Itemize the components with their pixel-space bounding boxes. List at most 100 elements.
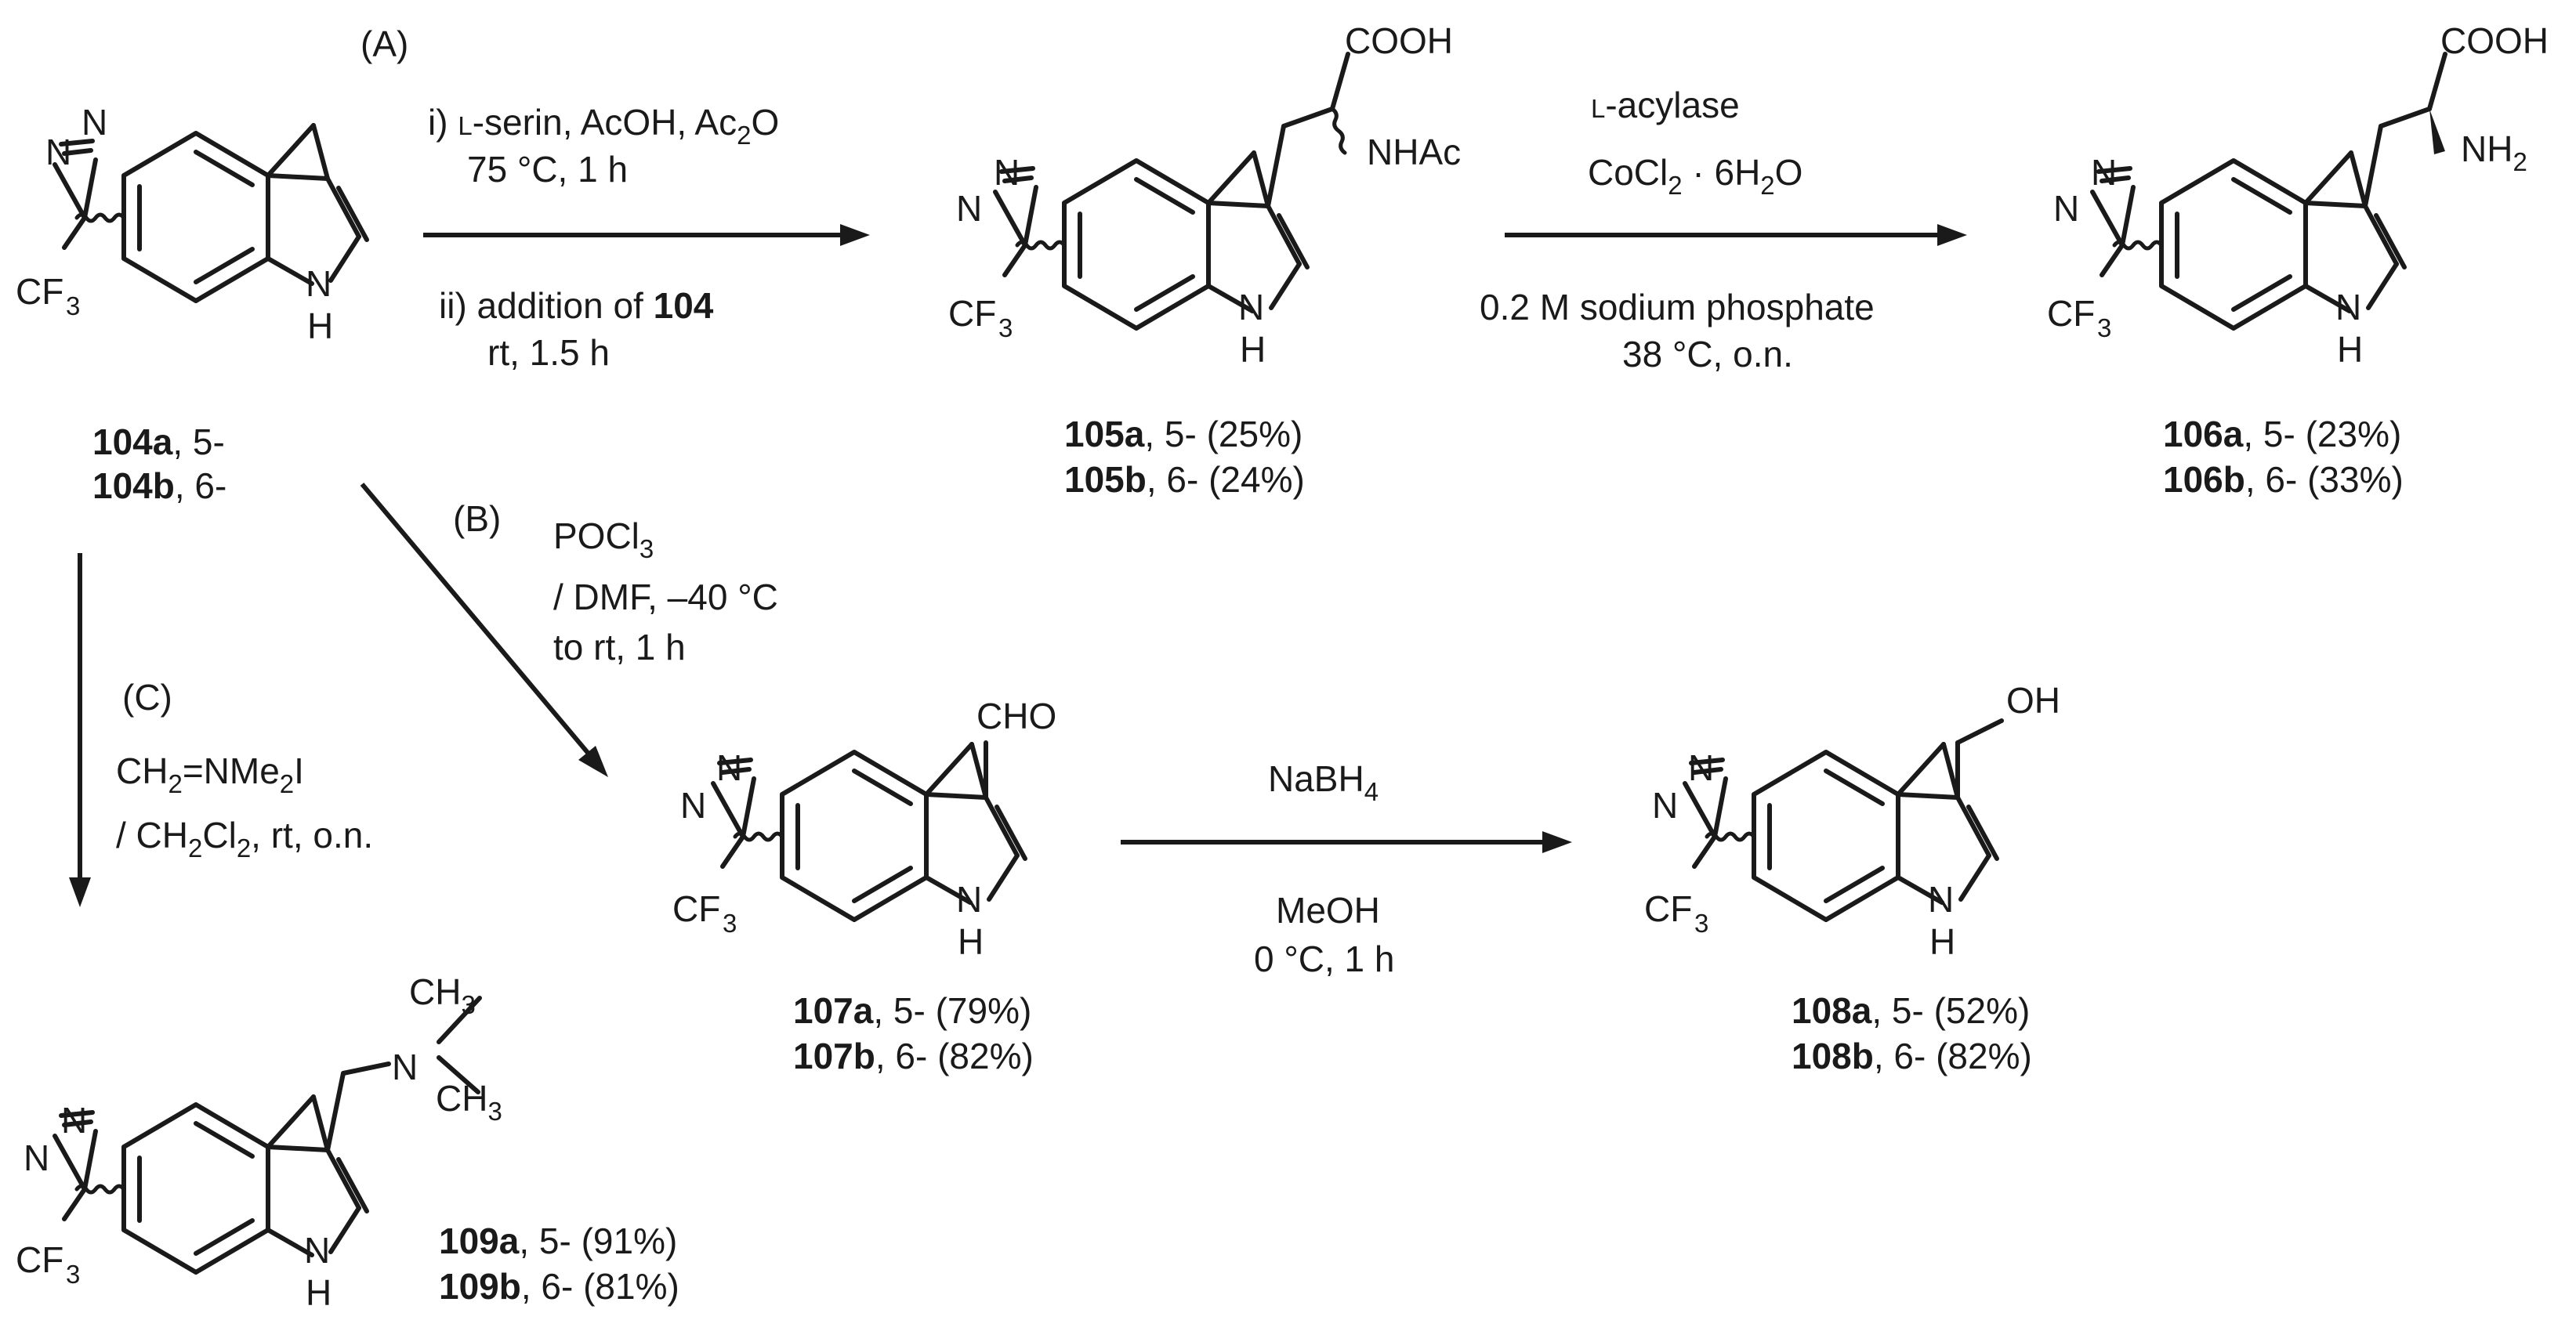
compound-106-structure: [2092, 52, 2447, 328]
svg-text:105b, 6- (24%): 105b, 6- (24%): [1064, 459, 1305, 500]
svg-text:CF: CF: [16, 271, 63, 312]
nabh4-conditions: NaBH4 MeOH 0 °C, 1 h: [1254, 758, 1395, 979]
svg-text:3: 3: [66, 291, 80, 320]
svg-text:105a, 5- (25%): 105a, 5- (25%): [1064, 414, 1302, 454]
compound-107-label: 107a, 5- (79%) 107b, 6- (82%): [793, 990, 1034, 1076]
compound-109-label: 109a, 5- (91%) 109b, 6- (81%): [439, 1221, 679, 1307]
svg-text:CH3: CH3: [409, 971, 476, 1019]
svg-text:3: 3: [2097, 313, 2111, 342]
svg-text:N: N: [1238, 287, 1264, 327]
svg-text:104b, 6-: 104b, 6-: [92, 465, 226, 506]
svg-text:3: 3: [998, 313, 1013, 342]
compound-105-label: 105a, 5- (25%) 105b, 6- (24%): [1064, 414, 1305, 500]
route-C-label: (C): [122, 677, 172, 718]
svg-text:N: N: [306, 263, 332, 304]
compound-104-label: 104a, 5- 104b, 6-: [92, 421, 226, 506]
svg-text:N: N: [82, 102, 107, 143]
svg-text:MeOH: MeOH: [1276, 890, 1380, 931]
svg-text:OH: OH: [2006, 680, 2060, 721]
svg-text:N: N: [1928, 879, 1954, 920]
svg-text:CoCl2 · 6H2O: CoCl2 · 6H2O: [1588, 152, 1802, 200]
svg-text:109b, 6- (81%): 109b, 6- (81%): [439, 1266, 679, 1307]
svg-text:106a, 5- (23%): 106a, 5- (23%): [2163, 414, 2401, 454]
svg-text:N: N: [392, 1047, 418, 1087]
compound-106-atoms: N N CF 3 N H COOH NH2: [2047, 20, 2549, 370]
svg-text:H: H: [1929, 921, 1955, 962]
svg-text:H: H: [2337, 329, 2363, 370]
compound-107-atoms: N N CF 3 N H CHO: [672, 696, 1056, 962]
svg-text:L-acylase: L-acylase: [1591, 85, 1740, 125]
svg-text:108a, 5- (52%): 108a, 5- (52%): [1792, 990, 2030, 1031]
svg-text:N: N: [2053, 188, 2079, 229]
compound-108-label: 108a, 5- (52%) 108b, 6- (82%): [1792, 990, 2032, 1076]
svg-text:107a, 5- (79%): 107a, 5- (79%): [793, 990, 1031, 1031]
route-B-conditions: POCl3 / DMF, –40 °C to rt, 1 h: [553, 515, 778, 667]
route-B-arrow: [360, 483, 608, 777]
svg-text:POCl3: POCl3: [553, 515, 654, 563]
svg-text:0 °C, 1 h: 0 °C, 1 h: [1254, 939, 1395, 979]
svg-text:NaBH4: NaBH4: [1268, 758, 1379, 806]
route-C-arrow: [69, 553, 91, 907]
compound-105-structure: [995, 52, 1350, 328]
svg-text:3: 3: [1694, 909, 1708, 938]
svg-text:CF: CF: [2047, 293, 2095, 334]
svg-text:/ CH2Cl2, rt, o.n.: / CH2Cl2, rt, o.n.: [116, 815, 373, 863]
nabh4-arrow: [1121, 831, 1572, 853]
svg-text:N: N: [61, 1100, 87, 1141]
compound-108-structure: [1685, 718, 2004, 920]
svg-text:109a, 5- (91%): 109a, 5- (91%): [439, 1221, 677, 1261]
acylase-conditions: L-acylase CoCl2 · 6H2O 0.2 M sodium phos…: [1480, 85, 1875, 374]
compound-104-structure: [55, 123, 367, 301]
svg-text:/ DMF, –40 °C: / DMF, –40 °C: [553, 577, 778, 617]
svg-text:106b, 6- (33%): 106b, 6- (33%): [2163, 459, 2404, 500]
svg-text:COOH: COOH: [1345, 20, 1453, 61]
svg-text:N: N: [956, 188, 982, 229]
route-A-conditions: i) L-serin, AcOH, Ac2O 75 °C, 1 h ii) ad…: [428, 102, 779, 373]
compound-108-atoms: N N CF 3 N H OH: [1644, 680, 2060, 962]
svg-text:rt, 1.5 h: rt, 1.5 h: [487, 332, 610, 373]
svg-text:N: N: [24, 1137, 49, 1178]
compound-106-label: 106a, 5- (23%) 106b, 6- (33%): [2163, 414, 2404, 500]
compound-105-atoms: N N CF 3 N H COOH NHAc: [948, 20, 1461, 370]
route-C-conditions: CH2=NMe2I / CH2Cl2, rt, o.n.: [116, 750, 373, 863]
svg-text:COOH: COOH: [2440, 20, 2549, 61]
svg-text:N: N: [2091, 152, 2117, 193]
svg-text:ii) addition of 104: ii) addition of 104: [439, 285, 714, 326]
svg-text:CHO: CHO: [976, 696, 1056, 736]
route-A-arrow: [423, 224, 870, 246]
route-A-label: (A): [360, 24, 408, 64]
acylase-arrow: [1505, 224, 1967, 246]
route-B-label: (B): [453, 498, 501, 539]
svg-text:N: N: [1652, 785, 1678, 826]
svg-text:N: N: [1688, 747, 1714, 788]
svg-text:CF: CF: [948, 293, 996, 334]
svg-text:3: 3: [723, 909, 737, 938]
svg-text:N: N: [994, 152, 1020, 193]
svg-text:N: N: [716, 747, 742, 788]
compound-109-structure: [55, 996, 482, 1272]
compound-109-atoms: N N CF 3 N H N CH3 CH3: [16, 971, 502, 1313]
svg-text:108b, 6- (82%): 108b, 6- (82%): [1792, 1036, 2032, 1076]
svg-text:N: N: [680, 785, 706, 826]
svg-text:104a, 5-: 104a, 5-: [92, 421, 225, 462]
svg-text:38 °C, o.n.: 38 °C, o.n.: [1622, 334, 1793, 374]
svg-text:CH3: CH3: [436, 1078, 502, 1126]
svg-text:to rt, 1 h: to rt, 1 h: [553, 627, 686, 667]
svg-text:N: N: [956, 879, 982, 920]
compound-104-atoms: N N CF 3 N H: [16, 102, 333, 346]
svg-text:H: H: [1240, 329, 1266, 370]
svg-text:N: N: [2335, 287, 2361, 327]
svg-text:N: N: [304, 1230, 330, 1271]
svg-text:CF: CF: [1644, 888, 1692, 929]
svg-text:H: H: [307, 306, 333, 346]
svg-text:H: H: [306, 1272, 332, 1313]
svg-text:N: N: [45, 132, 71, 172]
svg-text:0.2 M sodium phosphate: 0.2 M sodium phosphate: [1480, 287, 1875, 327]
svg-text:i) L-serin, AcOH, Ac2O: i) L-serin, AcOH, Ac2O: [428, 102, 779, 150]
svg-text:NHAc: NHAc: [1367, 132, 1461, 172]
svg-text:CF: CF: [672, 888, 720, 929]
svg-text:CF: CF: [16, 1239, 63, 1280]
svg-text:CH2=NMe2I: CH2=NMe2I: [116, 750, 304, 798]
svg-text:107b, 6- (82%): 107b, 6- (82%): [793, 1036, 1034, 1076]
